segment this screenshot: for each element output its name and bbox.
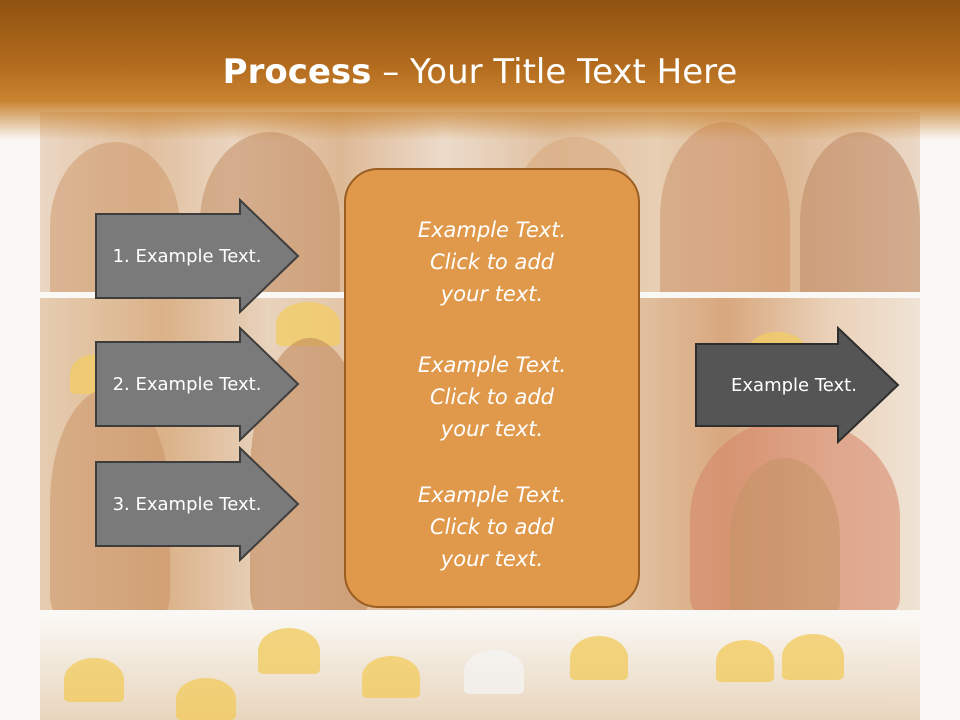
title-rest: Your Title Text Here xyxy=(410,52,738,92)
center-text-box[interactable]: Example Text. Click to add your text. Ex… xyxy=(344,168,640,608)
right-arrow[interactable]: Example Text. xyxy=(694,326,900,444)
left-arrow-1-label: 1. Example Text. xyxy=(112,245,262,267)
left-arrow-2[interactable]: 2. Example Text. xyxy=(94,326,300,442)
center-paragraph-1[interactable]: Example Text. Click to add your text. xyxy=(346,214,638,310)
center-paragraph-3-line-3: your text. xyxy=(440,547,544,571)
center-paragraph-1-line-1: Example Text. xyxy=(417,218,567,242)
title-bold: Process xyxy=(222,52,372,92)
center-paragraph-2-line-2: Click to add xyxy=(429,385,554,409)
center-paragraph-1-line-3: your text. xyxy=(440,282,544,306)
slide-title[interactable]: Process – Your Title Text Here xyxy=(0,52,960,92)
center-paragraph-3-line-1: Example Text. xyxy=(417,483,567,507)
left-arrow-3[interactable]: 3. Example Text. xyxy=(94,446,300,562)
right-arrow-label: Example Text. xyxy=(731,374,857,396)
left-arrow-3-label: 3. Example Text. xyxy=(112,493,262,515)
background-photo-top xyxy=(40,112,920,292)
center-paragraph-1-line-2: Click to add xyxy=(429,250,554,274)
center-paragraph-3-line-2: Click to add xyxy=(429,515,554,539)
title-separator: – xyxy=(371,52,411,92)
background-photo-bottom xyxy=(40,618,920,720)
left-arrow-2-label: 2. Example Text. xyxy=(112,373,262,395)
center-paragraph-2-line-1: Example Text. xyxy=(417,353,567,377)
left-arrow-1[interactable]: 1. Example Text. xyxy=(94,198,300,314)
center-paragraph-3[interactable]: Example Text. Click to add your text. xyxy=(346,479,638,575)
title-bar xyxy=(0,0,960,140)
center-paragraph-2-line-3: your text. xyxy=(440,417,544,441)
center-paragraph-2[interactable]: Example Text. Click to add your text. xyxy=(346,349,638,445)
